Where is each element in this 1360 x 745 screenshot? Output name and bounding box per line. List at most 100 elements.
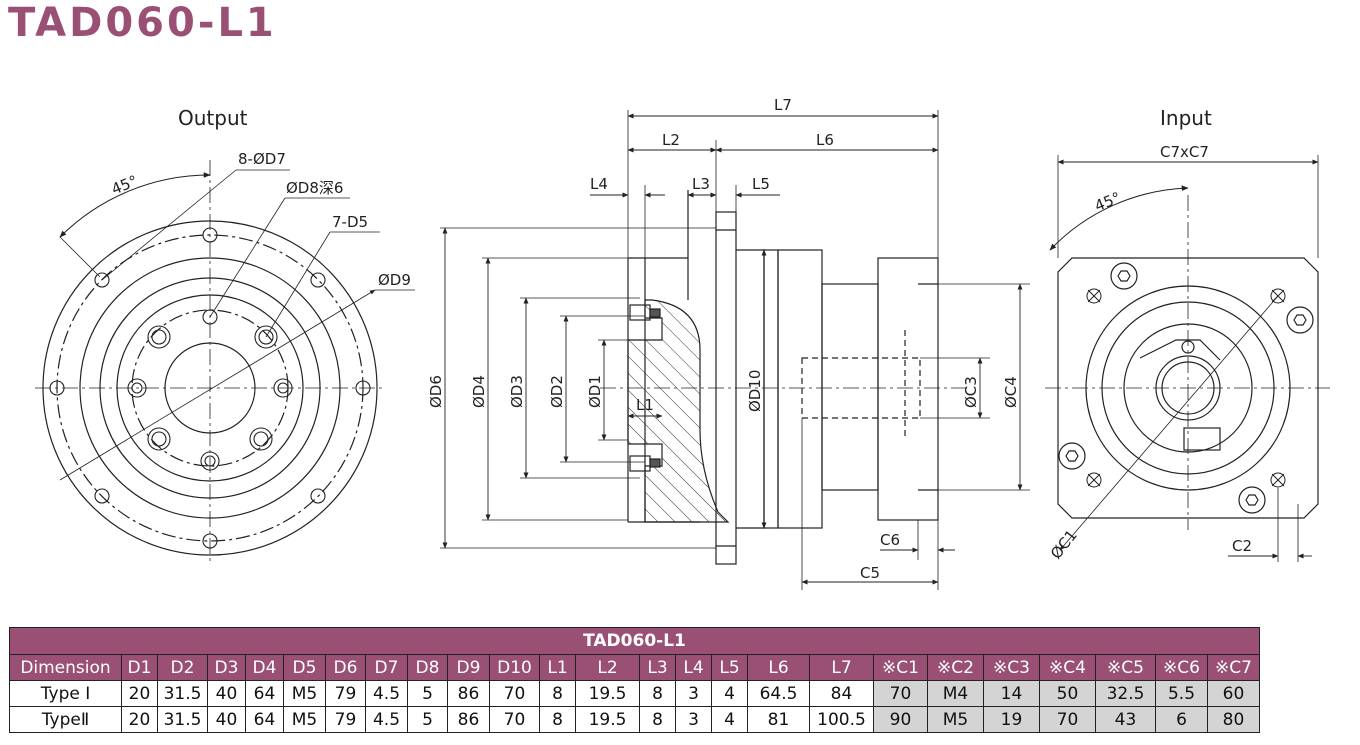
input-view <box>1045 155 1330 562</box>
callout-d9: ØD9 <box>378 271 411 289</box>
header-d7: D7 <box>365 654 408 681</box>
callout-7-d5: 7-D5 <box>332 213 368 231</box>
dim-c6: C6 <box>880 531 900 549</box>
table-cell: 4 <box>711 680 748 707</box>
table-cell: 70 <box>873 680 928 707</box>
table-cell: 43 <box>1095 706 1156 733</box>
dim-c5: C5 <box>860 564 880 582</box>
table-cell: 4.5 <box>365 706 408 733</box>
header-l1: L1 <box>539 654 576 681</box>
table-title-row: TAD060-L1 <box>9 627 1260 655</box>
table-title: TAD060-L1 <box>9 627 1260 655</box>
table-cell: 60 <box>1207 680 1260 707</box>
dim-d2: ØD2 <box>548 375 566 408</box>
header-l2: L2 <box>575 654 640 681</box>
table-cell: 86 <box>447 706 490 733</box>
header-d8: D8 <box>407 654 448 681</box>
dim-c2: C2 <box>1232 537 1252 555</box>
table-cell: 81 <box>747 706 810 733</box>
row-type-label: Type I <box>9 680 122 707</box>
table-cell: 4.5 <box>365 680 408 707</box>
table-cell: M4 <box>927 680 984 707</box>
header-l7: L7 <box>809 654 874 681</box>
output-view <box>35 160 415 565</box>
table-cell: 8 <box>539 706 576 733</box>
output-label: Output <box>178 106 248 130</box>
header-d3: D3 <box>207 654 246 681</box>
table-cell: 80 <box>1207 706 1260 733</box>
table-cell: 31.5 <box>157 706 208 733</box>
dim-d1: ØD1 <box>586 375 604 408</box>
table-cell: 19.5 <box>575 680 640 707</box>
header-d10: D10 <box>489 654 540 681</box>
table-cell: 4 <box>711 706 748 733</box>
table-cell: 86 <box>447 680 490 707</box>
header-c2: ※C2 <box>927 654 984 681</box>
table-cell: 70 <box>1039 706 1096 733</box>
header-c3: ※C3 <box>983 654 1040 681</box>
table-cell: 20 <box>121 706 158 733</box>
output-view-labels: Output 8-ØD7 ØD8深6 7-D5 ØD9 45° <box>109 106 411 289</box>
table-cell: 19.5 <box>575 706 640 733</box>
header-d4: D4 <box>245 654 284 681</box>
table-cell: M5 <box>927 706 984 733</box>
table-cell: 40 <box>207 680 246 707</box>
dim-l1: L1 <box>636 396 654 414</box>
table-cell: 5.5 <box>1155 680 1208 707</box>
page-title: TAD060-L1 <box>8 0 277 46</box>
table-cell: 64 <box>245 706 284 733</box>
technical-drawing: Output 8-ØD7 ØD8深6 7-D5 ØD9 45° <box>35 96 1330 590</box>
dim-l7: L7 <box>774 96 792 114</box>
table-cell: 70 <box>489 680 540 707</box>
table-cell: 50 <box>1039 680 1096 707</box>
table-cell: 90 <box>873 706 928 733</box>
table-cell: M5 <box>283 706 326 733</box>
dim-c4: ØC4 <box>1002 376 1020 408</box>
callout-d8-depth: ØD8深6 <box>286 179 343 197</box>
dim-d3: ØD3 <box>508 375 526 408</box>
input-view-labels: Input C7xC7 45° ØC1 C2 <box>1047 106 1252 562</box>
header-c4: ※C4 <box>1039 654 1096 681</box>
input-angle-label: 45° <box>1092 189 1123 216</box>
header-l6: L6 <box>747 654 810 681</box>
dim-l3: L3 <box>692 175 710 193</box>
dim-l4: L4 <box>590 175 608 193</box>
row-type-label: TypeⅡ <box>9 706 122 733</box>
header-d1: D1 <box>121 654 158 681</box>
table-cell: M5 <box>283 680 326 707</box>
header-l4: L4 <box>675 654 712 681</box>
dim-l6: L6 <box>816 131 834 149</box>
table-cell: 32.5 <box>1095 680 1156 707</box>
table-cell: 3 <box>675 680 712 707</box>
table-cell: 8 <box>639 680 676 707</box>
table-cell: 79 <box>325 706 366 733</box>
table-cell: 84 <box>809 680 874 707</box>
header-l5: L5 <box>711 654 748 681</box>
table-cell: 14 <box>983 680 1040 707</box>
header-d9: D9 <box>447 654 490 681</box>
side-view-labels: L7 L2 L6 L4 L3 L5 ØD6 ØD4 ØD3 ØD2 ØD1 L1… <box>427 96 1020 582</box>
table-cell: 6 <box>1155 706 1208 733</box>
header-c5: ※C5 <box>1095 654 1156 681</box>
table-cell: 64.5 <box>747 680 810 707</box>
table-cell: 70 <box>489 706 540 733</box>
table-cell: 40 <box>207 706 246 733</box>
dim-c3: ØC3 <box>962 376 980 408</box>
dim-l2: L2 <box>662 131 680 149</box>
header-c1: ※C1 <box>873 654 928 681</box>
output-angle-label: 45° <box>109 172 140 199</box>
table-cell: 64 <box>245 680 284 707</box>
header-d5: D5 <box>283 654 326 681</box>
header-d6: D6 <box>325 654 366 681</box>
header-c6: ※C6 <box>1155 654 1208 681</box>
header-l3: L3 <box>639 654 676 681</box>
dim-d4: ØD4 <box>470 375 488 408</box>
header-c7: ※C7 <box>1207 654 1260 681</box>
callout-8-d7: 8-ØD7 <box>238 150 286 168</box>
dim-d10: ØD10 <box>746 370 764 412</box>
header-d2: D2 <box>157 654 208 681</box>
dim-d6: ØD6 <box>427 375 445 408</box>
